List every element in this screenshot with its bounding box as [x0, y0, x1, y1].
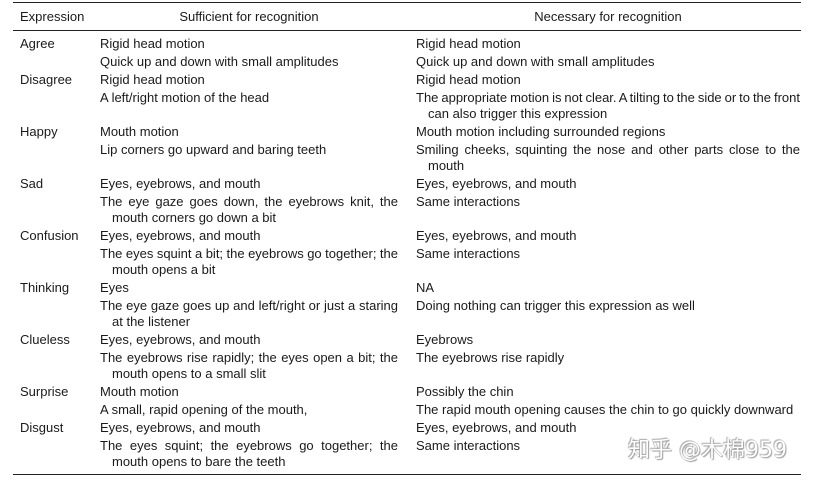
necessary-description-line: Quick up and down with small amplitudes: [416, 54, 655, 69]
sufficient-description-line: A left/right motion of the head: [100, 90, 270, 105]
necessary-feature: Possibly the chin: [416, 384, 514, 399]
necessary-description-line: Same interactions: [416, 438, 521, 453]
necessary-feature: Rigid head motion: [416, 36, 521, 51]
sufficient-description-line: at the listener: [112, 314, 191, 329]
watermark: 知乎 @木棉959: [628, 438, 787, 463]
sufficient-feature: Mouth motion: [100, 124, 179, 139]
necessary-description-line: can also trigger this expression: [428, 106, 608, 121]
necessary-description-line: Smiling cheeks, squinting the nose and o…: [416, 142, 800, 157]
expression-label: Surprise: [20, 384, 69, 399]
expression-label: Disgust: [20, 420, 64, 435]
sufficient-cell: Mouth motion Lip corners go upward and b…: [100, 124, 398, 174]
table-row-disgust: Disgust Eyes, eyebrows, and mouth The ey…: [0, 420, 816, 470]
sufficient-feature: Eyes, eyebrows, and mouth: [100, 332, 261, 347]
expression-label: Clueless: [20, 332, 70, 347]
necessary-cell: Eyes, eyebrows, and mouth Same interacti…: [416, 228, 800, 278]
sufficient-feature: Eyes, eyebrows, and mouth: [100, 228, 261, 243]
sufficient-description-line: A small, rapid opening of the mouth,: [100, 402, 308, 417]
sufficient-feature: Mouth motion: [100, 384, 179, 399]
necessary-cell: Mouth motion including surrounded region…: [416, 124, 800, 174]
table-row-surprise: Surprise Mouth motion A small, rapid ope…: [0, 384, 816, 418]
necessary-feature: Eyes, eyebrows, and mouth: [416, 228, 577, 243]
sufficient-cell: Eyes The eye gaze goes up and left/right…: [100, 280, 398, 330]
table-row-clueless: Clueless Eyes, eyebrows, and mouth The e…: [0, 332, 816, 382]
necessary-cell: Rigid head motion Quick up and down with…: [416, 36, 800, 70]
bottom-rule: [13, 474, 801, 475]
sufficient-description-line: Lip corners go upward and baring teeth: [100, 142, 327, 157]
necessary-cell: Eyebrows The eyebrows rise rapidly: [416, 332, 800, 382]
expression-label: Disagree: [20, 72, 73, 87]
header-rule: [13, 30, 801, 31]
top-rule: [13, 2, 801, 3]
necessary-feature: Eyes, eyebrows, and mouth: [416, 176, 577, 191]
sufficient-cell: Eyes, eyebrows, and mouth The eyebrows r…: [100, 332, 398, 382]
expression-label: Agree: [20, 36, 55, 51]
necessary-cell: Rigid head motion The appropriate motion…: [416, 72, 800, 122]
expression-label: Confusion: [20, 228, 79, 243]
sufficient-cell: Mouth motion A small, rapid opening of t…: [100, 384, 398, 418]
necessary-description-line: Same interactions: [416, 194, 521, 209]
sufficient-description-line: The eyes squint a bit; the eyebrows go t…: [100, 246, 398, 261]
necessary-feature: NA: [416, 280, 435, 295]
table-row-happy: Happy Mouth motion Lip corners go upward…: [0, 124, 816, 174]
header-expression: Expression: [20, 9, 85, 24]
necessary-feature: Rigid head motion: [416, 72, 521, 87]
necessary-cell: Possibly the chin The rapid mouth openin…: [416, 384, 800, 418]
table-body: Agree Rigid head motion Quick up and dow…: [0, 36, 816, 472]
sufficient-feature: Rigid head motion: [100, 72, 205, 87]
table-row-sad: Sad Eyes, eyebrows, and mouth The eye ga…: [0, 176, 816, 226]
sufficient-cell: Rigid head motion Quick up and down with…: [100, 36, 398, 70]
necessary-description-line: mouth: [428, 158, 465, 173]
sufficient-description-line: mouth opens to a small slit: [112, 366, 266, 381]
sufficient-description-line: Quick up and down with small amplitudes: [100, 54, 339, 69]
sufficient-feature: Eyes, eyebrows, and mouth: [100, 176, 261, 191]
sufficient-feature: Eyes, eyebrows, and mouth: [100, 420, 261, 435]
table-row-agree: Agree Rigid head motion Quick up and dow…: [0, 36, 816, 70]
expression-label: Happy: [20, 124, 58, 139]
sufficient-description-line: The eye gaze goes up and left/right or j…: [100, 298, 398, 313]
necessary-description-line: The appropriate motion is not clear. A t…: [416, 90, 800, 105]
necessary-feature: Eyebrows: [416, 332, 474, 347]
table-row-confusion: Confusion Eyes, eyebrows, and mouth The …: [0, 228, 816, 278]
sufficient-description-line: mouth corners go down a bit: [112, 210, 277, 225]
necessary-description-line: Doing nothing can trigger this expressio…: [416, 298, 695, 313]
sufficient-description-line: mouth opens a bit: [112, 262, 216, 277]
table-header: Expression Sufficient for recognition Ne…: [0, 9, 816, 25]
necessary-cell: Eyes, eyebrows, and mouth Same interacti…: [416, 420, 800, 470]
necessary-cell: Eyes, eyebrows, and mouth Same interacti…: [416, 176, 800, 226]
expression-label: Thinking: [20, 280, 70, 295]
sufficient-cell: Eyes, eyebrows, and mouth The eyes squin…: [100, 228, 398, 278]
necessary-description-line: The eyebrows rise rapidly: [416, 350, 565, 365]
necessary-description-line: The rapid mouth opening causes the chin …: [416, 402, 794, 417]
necessary-description-line: Same interactions: [416, 246, 521, 261]
sufficient-cell: Rigid head motion A left/right motion of…: [100, 72, 398, 122]
necessary-feature: Mouth motion including surrounded region…: [416, 124, 666, 139]
sufficient-description-line: The eye gaze goes down, the eyebrows kni…: [100, 194, 398, 209]
necessary-feature: Eyes, eyebrows, and mouth: [416, 420, 577, 435]
table-row-thinking: Thinking Eyes The eye gaze goes up and l…: [0, 280, 816, 330]
table-row-disagree: Disagree Rigid head motion A left/right …: [0, 72, 816, 122]
sufficient-cell: Eyes, eyebrows, and mouth The eye gaze g…: [100, 176, 398, 226]
sufficient-feature: Eyes: [100, 280, 129, 295]
sufficient-cell: Eyes, eyebrows, and mouth The eyes squin…: [100, 420, 398, 470]
header-necessary: Necessary for recognition: [534, 9, 682, 24]
expression-label: Sad: [20, 176, 44, 191]
sufficient-description-line: mouth opens to bare the teeth: [112, 454, 286, 469]
header-sufficient: Sufficient for recognition: [179, 9, 319, 24]
sufficient-feature: Rigid head motion: [100, 36, 205, 51]
sufficient-description-line: The eyebrows rise rapidly; the eyes open…: [100, 350, 398, 365]
necessary-cell: NA Doing nothing can trigger this expres…: [416, 280, 800, 330]
sufficient-description-line: The eyes squint; the eyebrows go togethe…: [100, 438, 398, 453]
